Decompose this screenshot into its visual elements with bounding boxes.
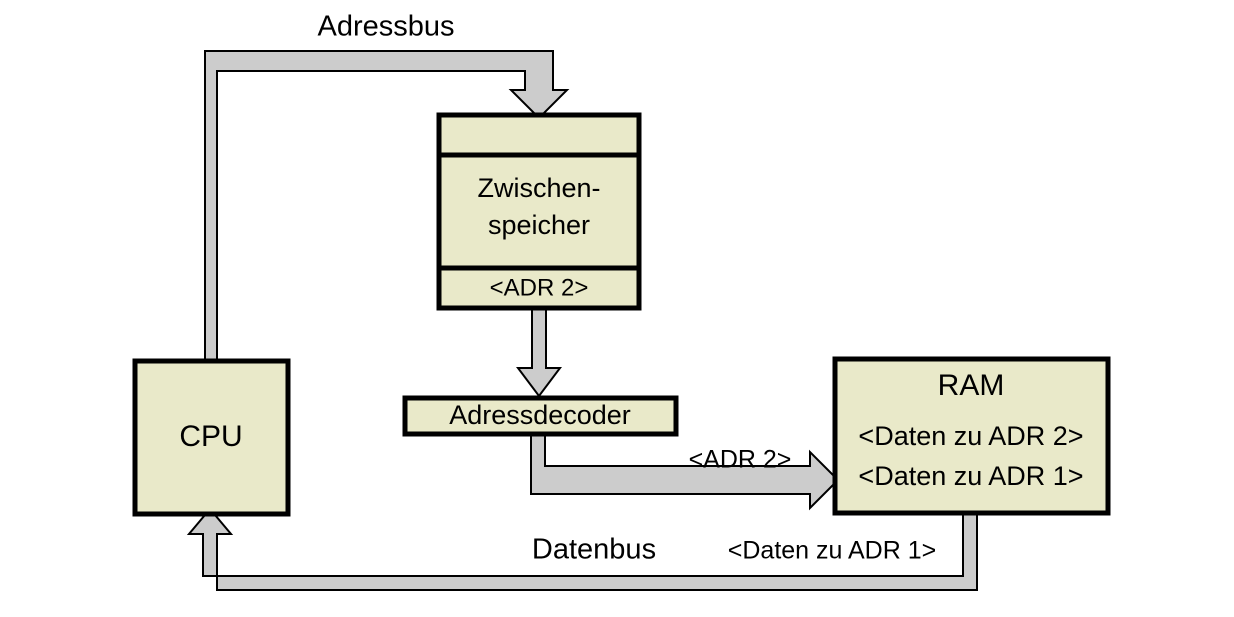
ram-content-1: <Daten zu ADR 1>	[858, 461, 1083, 491]
zwischenspeicher-label-line1: Zwischen-	[477, 173, 600, 203]
node-zwischenspeicher[interactable]: Zwischen- speicher <ADR 2>	[436, 112, 642, 311]
zwischenspeicher-bottom-cell: <ADR 2>	[490, 274, 589, 301]
decoder-ram-path	[530, 434, 840, 511]
adressbus-path	[204, 50, 570, 361]
adressdecoder-box[interactable]	[402, 395, 679, 437]
zwischenspeicher-box[interactable]	[436, 112, 642, 311]
node-cpu[interactable]: CPU	[132, 358, 291, 517]
bus-zwischenspeicher-to-adressdecoder	[516, 307, 562, 398]
node-adressdecoder[interactable]: Adressdecoder	[402, 395, 679, 437]
adressdecoder-label: Adressdecoder	[449, 400, 631, 430]
adr2-bus-label: <ADR 2>	[689, 446, 792, 474]
datenbus-label: Datenbus	[532, 534, 656, 566]
ram-box[interactable]	[832, 356, 1111, 516]
node-ram[interactable]: RAM <Daten zu ADR 2> <Daten zu ADR 1>	[832, 356, 1111, 516]
zs-decoder-path	[516, 307, 562, 398]
datenbus-path	[186, 507, 978, 591]
cpu-label: CPU	[179, 420, 242, 453]
ram-label: RAM	[938, 369, 1005, 402]
bus-datenbus	[186, 507, 978, 591]
adressbus-label: Adressbus	[317, 11, 454, 43]
bus-adressdecoder-to-ram	[530, 434, 840, 511]
zwischenspeicher-label-line2: speicher	[488, 210, 590, 240]
ram-content-0: <Daten zu ADR 2>	[858, 421, 1083, 451]
bus-adressbus	[204, 50, 570, 361]
datenbus-payload-label: <Daten zu ADR 1>	[728, 537, 936, 565]
cpu-box[interactable]	[132, 358, 291, 517]
